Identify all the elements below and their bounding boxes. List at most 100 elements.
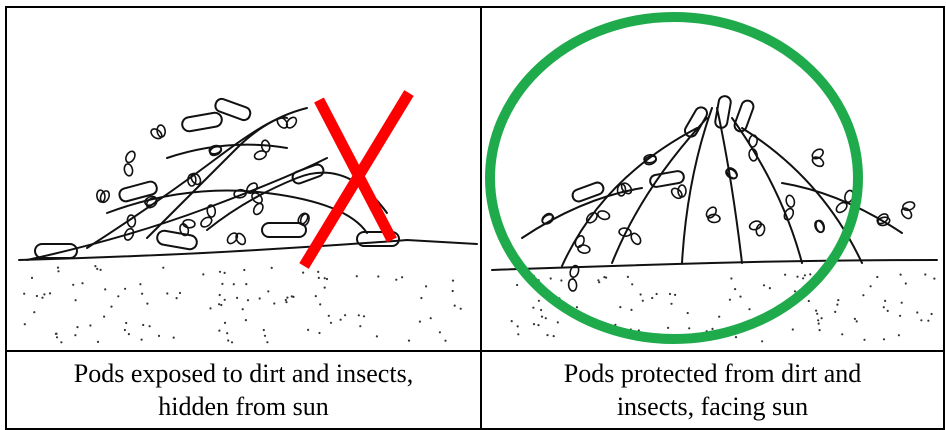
soil-dot xyxy=(815,310,817,312)
soil-dot xyxy=(598,281,600,283)
leaf xyxy=(900,206,914,220)
sprawling-plant-illustration xyxy=(7,8,480,350)
soil-dot xyxy=(221,283,223,285)
soil-dot xyxy=(104,288,106,290)
soil-dot xyxy=(924,273,926,275)
soil-dot xyxy=(883,306,885,308)
soil-dot xyxy=(920,319,922,321)
pod xyxy=(683,105,709,139)
soil-dot xyxy=(809,273,811,275)
soil-dot xyxy=(640,293,642,295)
soil-dot xyxy=(124,329,126,331)
soil-dot xyxy=(460,308,462,310)
soil-dot xyxy=(97,341,99,343)
soil-dot xyxy=(802,277,804,279)
soil-dot xyxy=(49,292,51,294)
soil-dot xyxy=(318,332,320,334)
soil-dot xyxy=(340,319,342,321)
soil-dot xyxy=(224,322,226,324)
soil-dot xyxy=(224,272,226,274)
soil-dot xyxy=(631,283,633,285)
soil-dot xyxy=(330,322,332,324)
soil-dot xyxy=(533,323,535,325)
soil-dot xyxy=(901,302,903,304)
soil-dot xyxy=(748,308,750,310)
soil-dot xyxy=(75,299,77,301)
soil-dot xyxy=(220,304,222,306)
soil-dot xyxy=(271,267,273,269)
soil-dot xyxy=(854,318,856,320)
ground-line xyxy=(492,260,937,270)
soil-dot xyxy=(576,306,578,308)
leaf xyxy=(568,279,577,292)
soil-dot xyxy=(560,279,562,281)
leaf xyxy=(725,166,739,180)
soil-dot xyxy=(162,267,164,269)
soil-dot xyxy=(231,341,233,343)
pod xyxy=(714,95,731,129)
soil-dot xyxy=(817,319,819,321)
ground-line xyxy=(19,240,477,260)
soil-dot xyxy=(545,317,547,319)
soil-dot xyxy=(81,282,83,284)
soil-dot xyxy=(769,287,771,289)
soil-dot xyxy=(395,279,397,281)
leaf xyxy=(597,210,611,221)
soil-dot xyxy=(883,338,885,340)
soil-dot xyxy=(285,301,287,303)
upright-plant-illustration xyxy=(482,8,943,350)
soil-dot xyxy=(597,279,599,281)
soil-dot xyxy=(899,315,901,317)
leaf xyxy=(813,219,825,233)
leaf xyxy=(670,186,684,200)
soil-dot xyxy=(808,300,810,302)
soil-dot xyxy=(315,295,317,297)
soil-dot xyxy=(259,297,261,299)
soil-dot xyxy=(900,274,902,276)
soil-dot xyxy=(319,303,321,305)
soil-dot xyxy=(887,310,889,312)
soil-dot xyxy=(821,317,823,319)
soil-dot xyxy=(933,278,935,280)
pod xyxy=(156,230,198,251)
soil-dot xyxy=(264,335,266,337)
soil-dot xyxy=(141,339,143,341)
soil-dot xyxy=(236,297,238,299)
soil-dot xyxy=(516,284,518,286)
soil-dot xyxy=(55,333,57,335)
soil-dot xyxy=(263,329,265,331)
soil-dot xyxy=(511,320,513,322)
soil-dot xyxy=(233,283,235,285)
soil-dot xyxy=(376,335,378,337)
soil-dot xyxy=(837,299,839,301)
soil-dot xyxy=(688,327,690,329)
soil-dot xyxy=(166,292,168,294)
soil-dot xyxy=(540,309,542,311)
soil-dot xyxy=(31,277,33,279)
soil-dot xyxy=(317,271,319,273)
soil-dot xyxy=(286,297,288,299)
soil-dot xyxy=(285,299,287,301)
soil-dot xyxy=(227,339,229,341)
soil-dot xyxy=(550,277,552,279)
soil-dot xyxy=(41,297,43,299)
soil-dot xyxy=(72,284,74,286)
soil-dot xyxy=(905,282,907,284)
soil-dot xyxy=(179,292,181,294)
left-panel xyxy=(6,7,481,351)
soil-dot xyxy=(124,288,126,290)
leaf xyxy=(902,201,916,212)
right-panel xyxy=(481,7,944,351)
leaf xyxy=(704,205,718,219)
soil-dot xyxy=(541,316,543,318)
soil-dot xyxy=(718,316,720,318)
soil-dot xyxy=(734,288,736,290)
soil-dot xyxy=(103,316,105,318)
soil-dot xyxy=(36,295,38,297)
soil-dot xyxy=(401,276,403,278)
soil-dot xyxy=(96,268,98,270)
soil-dot xyxy=(318,277,320,279)
soil-dot xyxy=(60,341,62,343)
leaf xyxy=(748,220,762,232)
soil-dot xyxy=(33,311,35,313)
